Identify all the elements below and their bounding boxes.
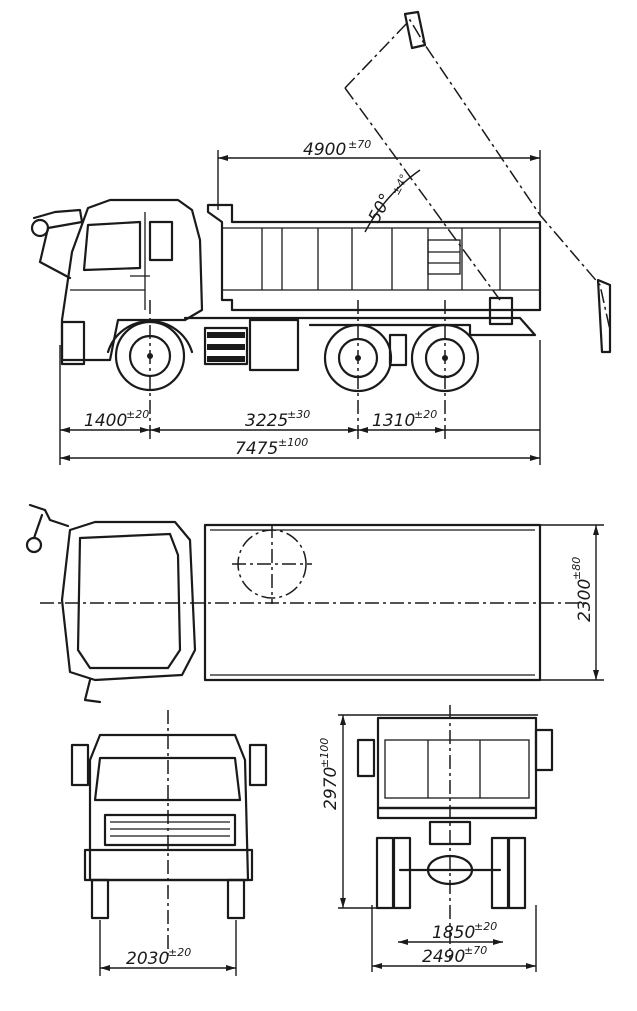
overall-height-value: 2970 (321, 767, 341, 810)
body-length-tol: ±70 (348, 138, 371, 151)
side-dim-arrows (60, 155, 540, 461)
side-view: 4900 ±70 50° ±4° 1400 ±20 3225 ±30 1310 … (30, 10, 612, 465)
front-overhang-tol: ±20 (126, 408, 149, 421)
overall-length-tol: ±100 (278, 436, 308, 449)
overall-width-value: 2490 (422, 947, 465, 967)
side-wheels (106, 300, 480, 440)
rear-track-value: 1850 (432, 923, 475, 943)
overall-width-tol: ±70 (464, 944, 487, 957)
top-view: 2300 ±80 (25, 503, 604, 704)
wheelbase-tol: ±30 (287, 408, 310, 421)
overall-length-value: 7475 (235, 439, 278, 459)
tilt-angle-tol: ±4° (389, 172, 411, 197)
body-length-value: 4900 (303, 140, 346, 160)
front-track-tol: ±20 (168, 946, 191, 959)
front-track-value: 2030 (126, 949, 169, 969)
body-top (203, 523, 542, 682)
width-dim-line (540, 524, 604, 681)
width-dim-arrows (593, 525, 599, 680)
dump-body (206, 203, 542, 312)
body-width-value: 2300 (575, 579, 595, 622)
raised-body-outline (344, 10, 612, 354)
cab-top (25, 503, 197, 704)
body-width-tol: ±80 (570, 557, 583, 580)
rear-dual-wheels (375, 836, 527, 910)
rear-axle-spacing-value: 1310 (372, 411, 415, 431)
front-view: 2030 ±20 (70, 710, 268, 976)
front-overhang-value: 1400 (84, 411, 127, 431)
rear-track-tol: ±20 (474, 920, 497, 933)
rear-view: 2970 ±100 1850 ±20 2490 ±70 (318, 705, 554, 972)
wheelbase-value: 3225 (245, 411, 288, 431)
overall-height-tol: ±100 (318, 738, 331, 768)
rear-axle-spacing-tol: ±20 (414, 408, 437, 421)
cab-side (30, 198, 204, 366)
